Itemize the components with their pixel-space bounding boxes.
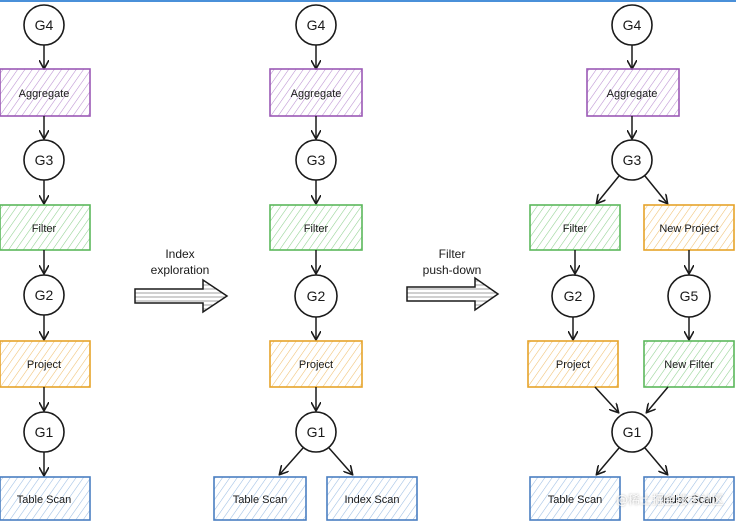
middle-g1-label: G1 bbox=[307, 424, 326, 440]
middle-filter-node: Filter bbox=[269, 204, 363, 251]
left-aggregate-node: Aggregate bbox=[0, 68, 91, 117]
left-group-g4: G4 bbox=[23, 4, 65, 46]
index-exploration-transform: Index exploration bbox=[134, 247, 229, 314]
middle-g4-label: G4 bbox=[307, 17, 326, 33]
top-border bbox=[0, 0, 736, 2]
right-g4-label: G4 bbox=[623, 17, 642, 33]
middle-project-label: Project bbox=[299, 359, 333, 371]
middle-index-scan-label: Index Scan bbox=[344, 494, 399, 506]
right-group-g1: G1 bbox=[611, 411, 653, 453]
left-project-label: Project bbox=[27, 359, 61, 371]
right-g1-label: G1 bbox=[623, 424, 642, 440]
right-filter-node: Filter bbox=[529, 204, 621, 251]
middle-index-scan-node: Index Scan bbox=[326, 476, 418, 521]
middle-g3-label: G3 bbox=[307, 152, 326, 168]
left-project-node: Project bbox=[0, 340, 91, 388]
right-filter-label: Filter bbox=[563, 223, 588, 235]
middle-aggregate-node: Aggregate bbox=[269, 68, 363, 117]
right-g3-label: G3 bbox=[623, 152, 642, 168]
right-project-node: Project bbox=[527, 340, 619, 388]
right-project-label: Project bbox=[556, 359, 590, 371]
right-new-project-node: New Project bbox=[643, 204, 735, 251]
right-table-scan-node: Table Scan bbox=[529, 476, 621, 521]
big-right-arrow-1 bbox=[134, 278, 229, 314]
left-group-g2: G2 bbox=[23, 274, 65, 316]
arrow1-label-line2: exploration bbox=[151, 263, 210, 277]
left-column: G4 Aggregate G3 Filter G2 Project bbox=[0, 4, 91, 521]
right-column: G4 Aggregate G3 Filter New Project G2 bbox=[527, 4, 735, 521]
right-new-filter-node: New Filter bbox=[643, 340, 735, 388]
arrow2-label-line2: push-down bbox=[423, 263, 482, 277]
left-table-scan-label: Table Scan bbox=[17, 494, 71, 506]
left-aggregate-label: Aggregate bbox=[19, 88, 70, 100]
middle-group-g1: G1 bbox=[295, 411, 337, 453]
right-index-scan-node: Index Scan bbox=[643, 476, 735, 521]
middle-column: G4 Aggregate G3 Filter G2 Project bbox=[213, 4, 418, 521]
arrow1-label-line1: Index bbox=[165, 247, 194, 261]
left-group-g3: G3 bbox=[23, 139, 65, 181]
middle-table-scan-node: Table Scan bbox=[213, 476, 307, 521]
right-aggregate-node: Aggregate bbox=[586, 68, 680, 117]
right-index-scan-label: Index Scan bbox=[661, 494, 716, 506]
left-group-g1: G1 bbox=[23, 411, 65, 453]
middle-project-node: Project bbox=[269, 340, 363, 388]
middle-filter-label: Filter bbox=[304, 223, 329, 235]
middle-group-g3: G3 bbox=[295, 139, 337, 181]
right-g5-label: G5 bbox=[680, 288, 699, 304]
right-group-g2: G2 bbox=[551, 274, 595, 318]
right-g2-label: G2 bbox=[564, 288, 583, 304]
middle-table-scan-label: Table Scan bbox=[233, 494, 287, 506]
middle-g2-label: G2 bbox=[307, 288, 326, 304]
left-filter-label: Filter bbox=[32, 223, 57, 235]
left-g4-label: G4 bbox=[35, 17, 54, 33]
left-g3-label: G3 bbox=[35, 152, 54, 168]
left-filter-node: Filter bbox=[0, 204, 91, 251]
right-group-g4: G4 bbox=[611, 4, 653, 46]
arrow2-label-line1: Filter bbox=[439, 247, 466, 261]
right-group-g3: G3 bbox=[611, 139, 653, 181]
big-right-arrow-2 bbox=[406, 276, 500, 312]
filter-push-down-transform: Filter push-down bbox=[406, 247, 500, 312]
left-g1-label: G1 bbox=[35, 424, 54, 440]
right-table-scan-label: Table Scan bbox=[548, 494, 602, 506]
watermark: @稀土掘金技术社区 bbox=[615, 493, 724, 507]
left-table-scan-node: Table Scan bbox=[0, 476, 91, 521]
middle-group-g2: G2 bbox=[294, 274, 338, 318]
middle-group-g4: G4 bbox=[295, 4, 337, 46]
right-aggregate-label: Aggregate bbox=[607, 88, 658, 100]
right-new-filter-label: New Filter bbox=[664, 359, 714, 371]
right-group-g5: G5 bbox=[667, 274, 711, 318]
left-g2-label: G2 bbox=[35, 287, 54, 303]
middle-aggregate-label: Aggregate bbox=[291, 88, 342, 100]
right-new-project-label: New Project bbox=[659, 223, 718, 235]
